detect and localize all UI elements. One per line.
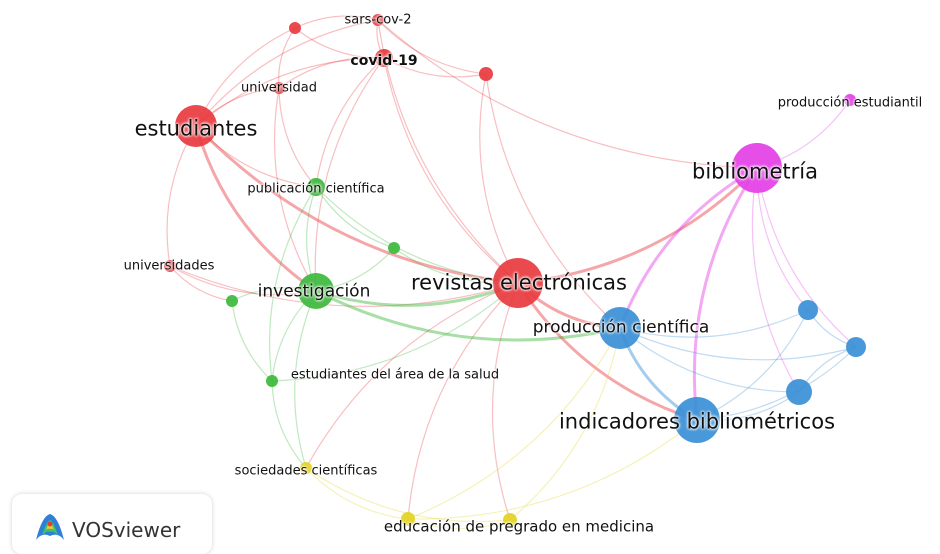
node-universidad[interactable] xyxy=(273,82,285,94)
node-produccion-cientifica[interactable] xyxy=(599,307,641,349)
node-blue-unlabeled-1[interactable] xyxy=(798,300,818,320)
link-red-unlabeled-1-covid-19 xyxy=(294,27,385,59)
link-revistas-electronicas-indicadores-bibliometricos xyxy=(516,282,698,422)
label-produccion-cientifica[interactable]: producción científica xyxy=(532,317,710,338)
label-estudiantes[interactable]: estudiantes xyxy=(134,116,258,141)
node-blue-unlabeled-3[interactable] xyxy=(786,379,812,405)
link-covid-19-investigacion xyxy=(314,57,385,292)
label-educacion-pregrado-medicina[interactable]: educación de pregrado en medicina xyxy=(383,517,655,536)
link-covid-19-estudiantes xyxy=(195,57,385,127)
link-revistas-electronicas-yellow-unlabeled-1 xyxy=(491,282,519,521)
link-produccion-cientifica-blue-unlabeled-1 xyxy=(619,309,809,338)
link-produccion-cientifica-blue-unlabeled-3 xyxy=(619,327,800,393)
link-indicadores-bibliometricos-blue-unlabeled-1 xyxy=(696,309,809,421)
link-bibliometria-blue-unlabeled-2 xyxy=(756,167,857,348)
node-indicadores-bibliometricos[interactable] xyxy=(674,397,720,443)
link-investigacion-produccion-cientifica xyxy=(315,289,621,342)
link-revistas-electronicas-sociedades-cientificas xyxy=(305,282,519,469)
link-sars-cov-2-red-unlabeled-2 xyxy=(377,19,487,75)
node-sociedades-cientificas[interactable] xyxy=(300,462,312,474)
link-estudiantes-universidades xyxy=(166,125,197,267)
label-investigacion[interactable]: investigación xyxy=(257,281,371,302)
node-educacion-pregrado-medicina[interactable] xyxy=(401,512,415,526)
link-revistas-electronicas-educacion-pregrado-medicina xyxy=(407,282,519,520)
node-sars-cov-2[interactable] xyxy=(372,14,384,26)
link-universidades-revistas-electronicas xyxy=(169,265,519,307)
link-sars-cov-2-red-unlabeled-1 xyxy=(294,15,379,29)
node-blue-unlabeled-2[interactable] xyxy=(846,337,866,357)
link-estudiantes-area-salud-revistas-electronicas xyxy=(271,282,519,382)
link-universidad-publicacion-cientifica xyxy=(278,87,317,188)
link-red-unlabeled-2-revistas-electronicas xyxy=(479,73,519,284)
nodes-layer xyxy=(164,14,866,527)
node-revistas-electronicas[interactable] xyxy=(493,258,543,308)
node-estudiantes[interactable] xyxy=(175,105,217,147)
link-covid-19-red-unlabeled-2 xyxy=(383,57,487,78)
label-universidad[interactable]: universidad xyxy=(241,80,317,96)
label-universidades[interactable]: universidades xyxy=(123,258,215,274)
link-educacion-pregrado-medicina-yellow-unlabeled-1 xyxy=(407,518,511,530)
label-sars-cov-2[interactable]: sars-cov-2 xyxy=(344,12,412,28)
link-bibliometria-produccion-cientifica xyxy=(618,166,758,329)
label-sociedades-cientificas[interactable]: sociedades científicas xyxy=(234,463,378,479)
label-indicadores-bibliometricos[interactable]: indicadores bibliométricos xyxy=(558,409,836,434)
node-yellow-unlabeled-1[interactable] xyxy=(503,513,517,527)
label-bibliometria[interactable]: bibliometría xyxy=(692,159,818,184)
node-universidades[interactable] xyxy=(164,260,176,272)
link-revistas-electronicas-bibliometria xyxy=(517,166,759,285)
node-publicacion-cientifica[interactable] xyxy=(307,178,325,196)
link-universidad-investigacion xyxy=(273,87,317,292)
node-red-unlabeled-1[interactable] xyxy=(289,22,301,34)
node-red-unlabeled-2[interactable] xyxy=(479,67,493,81)
link-bibliometria-indicadores-bibliometricos xyxy=(692,167,759,421)
link-estudiantes-investigacion xyxy=(194,125,317,293)
link-publicacion-cientifica-revistas-electronicas xyxy=(315,186,519,284)
link-sars-cov-2-bibliometria xyxy=(377,19,758,169)
link-red-unlabeled-2-produccion-cientifica xyxy=(485,73,621,329)
link-educacion-pregrado-medicina-indicadores-bibliometricos xyxy=(407,419,698,520)
link-sociedades-cientificas-educacion-pregrado-medicina xyxy=(305,467,409,520)
link-yellow-unlabeled-1-produccion-cientifica xyxy=(509,327,621,521)
node-investigacion[interactable] xyxy=(298,273,334,309)
label-covid-19[interactable]: covid-19 xyxy=(350,53,418,69)
link-sociedades-cientificas-yellow-unlabeled-1 xyxy=(305,467,511,523)
vosviewer-logo-icon xyxy=(36,514,64,540)
link-produccion-cientifica-blue-unlabeled-2 xyxy=(619,327,857,361)
link-educacion-pregrado-medicina-produccion-cientifica xyxy=(407,327,621,520)
link-bibliometria-blue-unlabeled-3 xyxy=(751,167,800,393)
link-covid-19-universidad xyxy=(278,57,385,89)
label-revistas-electronicas[interactable]: revistas electrónicas xyxy=(411,270,627,295)
link-red-unlabeled-1-universidad xyxy=(278,27,296,89)
link-investigacion-sociedades-cientificas xyxy=(294,290,317,469)
node-bibliometria[interactable] xyxy=(732,143,782,193)
node-estudiantes-area-salud[interactable] xyxy=(266,375,278,387)
node-produccion-estudiantil[interactable] xyxy=(844,94,856,106)
link-covid-19-publicacion-cientifica xyxy=(315,57,385,188)
link-investigacion-revistas-electronicas xyxy=(315,281,519,307)
link-publicacion-cientifica-estudiantes-area-salud xyxy=(269,186,317,382)
link-covid-19-revistas-electronicas xyxy=(383,57,519,284)
node-green-unlabeled-2[interactable] xyxy=(388,242,400,254)
link-universidades-green-unlabeled-1 xyxy=(169,265,233,302)
label-publicacion-cientifica[interactable]: publicación científica xyxy=(247,181,385,197)
link-estudiantes-revistas-electronicas xyxy=(194,124,519,285)
node-green-unlabeled-1[interactable] xyxy=(226,295,238,307)
app-name: VOSviewer xyxy=(72,518,181,542)
link-green-unlabeled-1-estudiantes-area-salud xyxy=(231,300,273,382)
link-estudiantes-area-salud-sociedades-cientificas xyxy=(271,380,307,469)
link-sars-cov-2-estudiantes xyxy=(195,19,379,127)
link-publicacion-cientifica-green-unlabeled-2 xyxy=(315,186,395,249)
label-estudiantes-area-salud[interactable]: estudiantes del área de la salud xyxy=(290,367,500,383)
label-produccion-estudiantil[interactable]: producción estudiantil xyxy=(777,95,923,111)
node-covid-19[interactable] xyxy=(375,49,393,67)
